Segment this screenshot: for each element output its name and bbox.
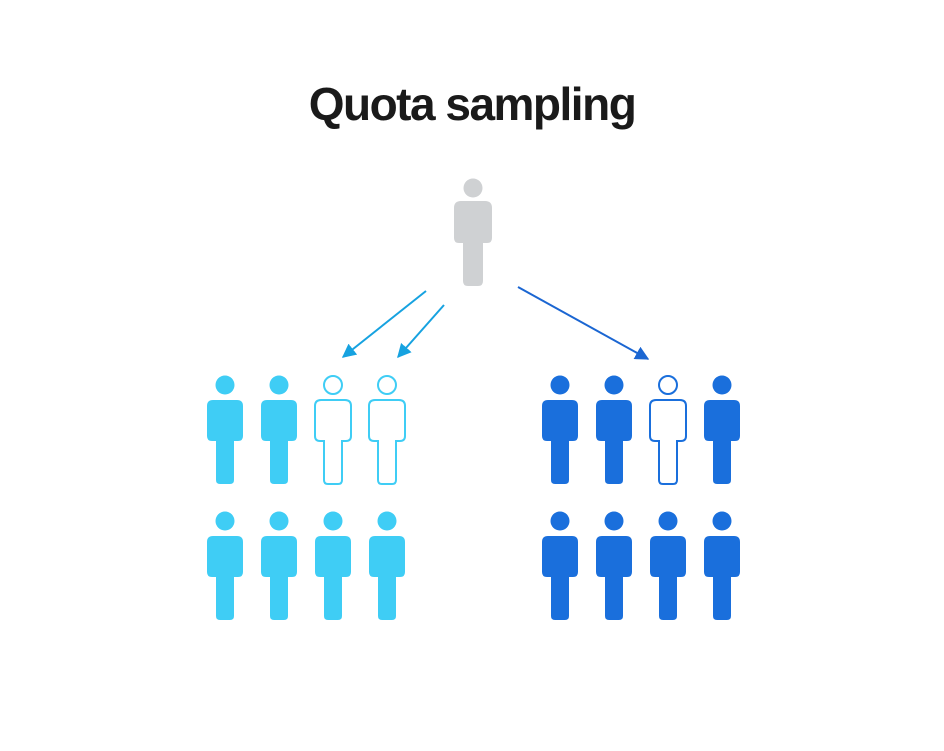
person-icon <box>542 511 578 620</box>
arrow-icon <box>341 290 427 358</box>
person-icon <box>368 375 406 485</box>
page-title: Quota sampling <box>308 78 637 130</box>
groups-layer <box>207 375 740 620</box>
person-icon <box>596 375 632 484</box>
person-icon <box>314 375 352 485</box>
arrows <box>341 286 650 360</box>
person-icon <box>542 375 578 484</box>
arrow-icon <box>517 286 650 360</box>
person-icon <box>596 511 632 620</box>
person-icon <box>704 511 740 620</box>
population-person-icon <box>454 178 492 286</box>
person-icon <box>207 375 243 484</box>
person-icon <box>261 375 297 484</box>
person-icon <box>261 511 297 620</box>
person-icon <box>704 375 740 484</box>
group-b <box>542 375 740 620</box>
person-icon <box>315 511 351 620</box>
person-icon <box>369 511 405 620</box>
person-icon <box>207 511 243 620</box>
person-icon <box>650 511 686 620</box>
group-a <box>207 375 406 620</box>
person-icon <box>649 375 687 485</box>
arrow-icon <box>397 304 445 359</box>
